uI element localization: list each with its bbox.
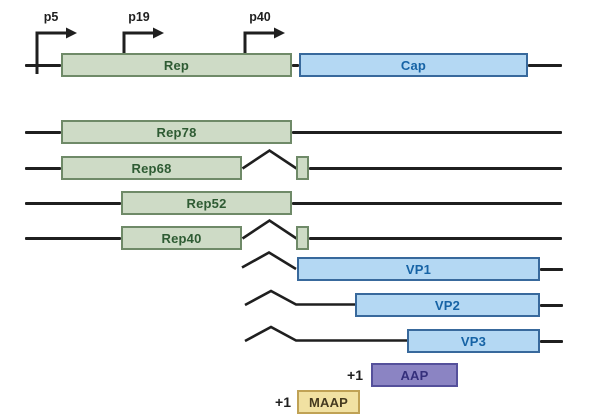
protein-box-rep40: Rep40 — [121, 226, 242, 250]
protein-box-rep78: Rep78 — [61, 120, 292, 144]
spliced-exon-box — [296, 226, 309, 250]
protein-box-vp3-label: VP3 — [460, 333, 487, 349]
spliced-exon-box — [296, 156, 309, 180]
protein-box-aap-label: AAP — [400, 367, 429, 383]
gene-box-rep: Rep — [61, 53, 292, 77]
protein-box-rep40-label: Rep40 — [161, 230, 202, 246]
protein-box-vp2: VP2 — [355, 293, 540, 317]
genome-line-connector — [292, 63, 299, 67]
transcript-line — [540, 303, 563, 307]
protein-box-rep68-label: Rep68 — [131, 160, 172, 176]
transcript-line — [540, 267, 563, 271]
protein-box-vp1: VP1 — [297, 257, 540, 281]
promoter-p19-arrow-icon — [122, 27, 164, 54]
transcript-line — [25, 166, 61, 170]
protein-box-rep78-label: Rep78 — [156, 124, 197, 140]
promoter-p5-label: p5 — [43, 10, 59, 24]
protein-box-vp1-label: VP1 — [405, 261, 432, 277]
transcript-line — [25, 236, 121, 240]
transcript-line — [292, 130, 562, 134]
protein-box-aap: AAP — [371, 363, 458, 387]
protein-box-vp2-label: VP2 — [434, 297, 461, 313]
transcript-line — [309, 236, 562, 240]
frameshift-label-maap: +1 — [275, 394, 291, 410]
transcript-line — [540, 339, 563, 343]
splice-junction-icon — [244, 325, 407, 343]
genome-line-left — [25, 63, 61, 67]
genome-line-right — [528, 63, 562, 67]
promoter-p40-arrow-icon — [243, 27, 285, 54]
splice-junction-icon — [241, 218, 298, 240]
transcript-line — [292, 201, 562, 205]
splice-junction-icon — [241, 148, 298, 170]
gene-box-cap-label: Cap — [400, 57, 427, 73]
protein-box-rep52-label: Rep52 — [186, 195, 227, 211]
protein-box-maap: MAAP — [297, 390, 360, 414]
transcript-line — [25, 201, 121, 205]
protein-box-vp3: VP3 — [407, 329, 540, 353]
splice-junction-icon — [241, 250, 297, 271]
protein-box-rep52: Rep52 — [121, 191, 292, 215]
transcript-line — [309, 166, 562, 170]
transcript-line — [25, 130, 61, 134]
gene-box-rep-label: Rep — [163, 57, 190, 73]
splice-junction-icon — [244, 289, 355, 307]
protein-box-maap-label: MAAP — [308, 394, 349, 410]
promoter-p5-arrow-icon — [35, 27, 77, 74]
promoter-p19-label: p19 — [128, 10, 150, 24]
promoter-p40-label: p40 — [249, 10, 271, 24]
frameshift-label-aap: +1 — [347, 367, 363, 383]
gene-box-cap: Cap — [299, 53, 528, 77]
protein-box-rep68: Rep68 — [61, 156, 242, 180]
